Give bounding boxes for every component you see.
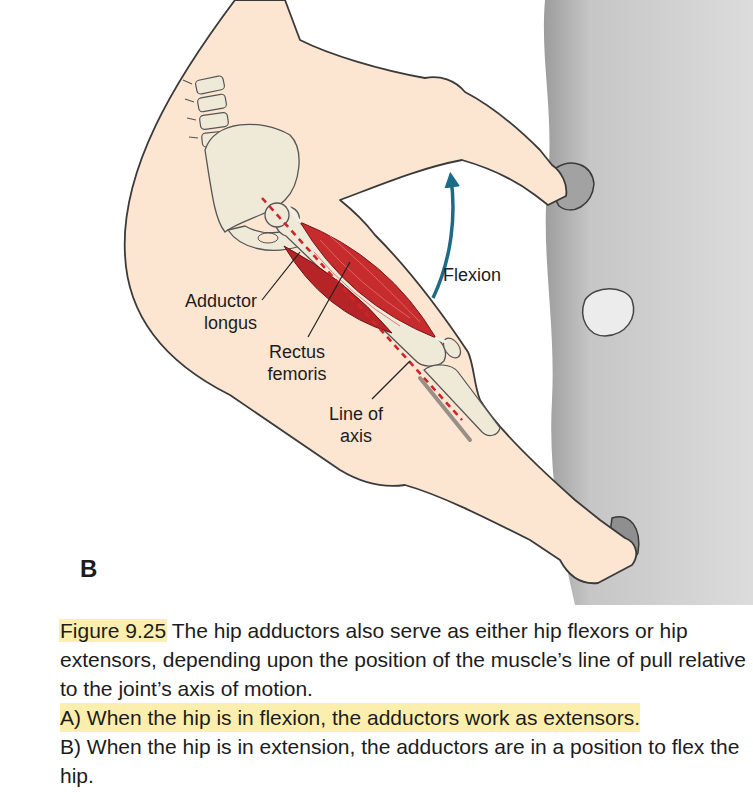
climbing-rock [583, 289, 634, 336]
fibula [420, 378, 470, 440]
leader-line [372, 361, 410, 399]
caption-line: B) When the hip is in extension, the add… [60, 732, 748, 790]
spinous-process [183, 80, 198, 138]
leader-line [308, 262, 350, 337]
leader-line [262, 252, 300, 300]
caption-block: Figure 9.25 The hip adductors also serve… [60, 616, 748, 790]
axis-line [262, 198, 462, 420]
rectus-femoris-muscle [300, 222, 436, 338]
motion-label: Flexion [443, 265, 501, 287]
caption-line: A) When the hip is in flexion, the adduc… [60, 703, 640, 732]
muscle-label: Rectus femoris [255, 342, 339, 385]
patella [440, 335, 464, 361]
figure-caption: Figure 9.25 The hip adductors also serve… [60, 616, 748, 703]
panel-letter: B [80, 555, 97, 584]
muscle-label: Adductor longus [158, 291, 259, 334]
tendon [288, 206, 446, 342]
pelvis-ilium [205, 124, 299, 232]
obturator-foramen [258, 233, 278, 243]
muscle-fibers [314, 236, 420, 326]
climber-body [125, 0, 637, 583]
vertebra [199, 112, 229, 130]
vertebra [197, 94, 227, 113]
vertebra [195, 75, 225, 95]
axis-label: Line of axis [317, 404, 395, 447]
